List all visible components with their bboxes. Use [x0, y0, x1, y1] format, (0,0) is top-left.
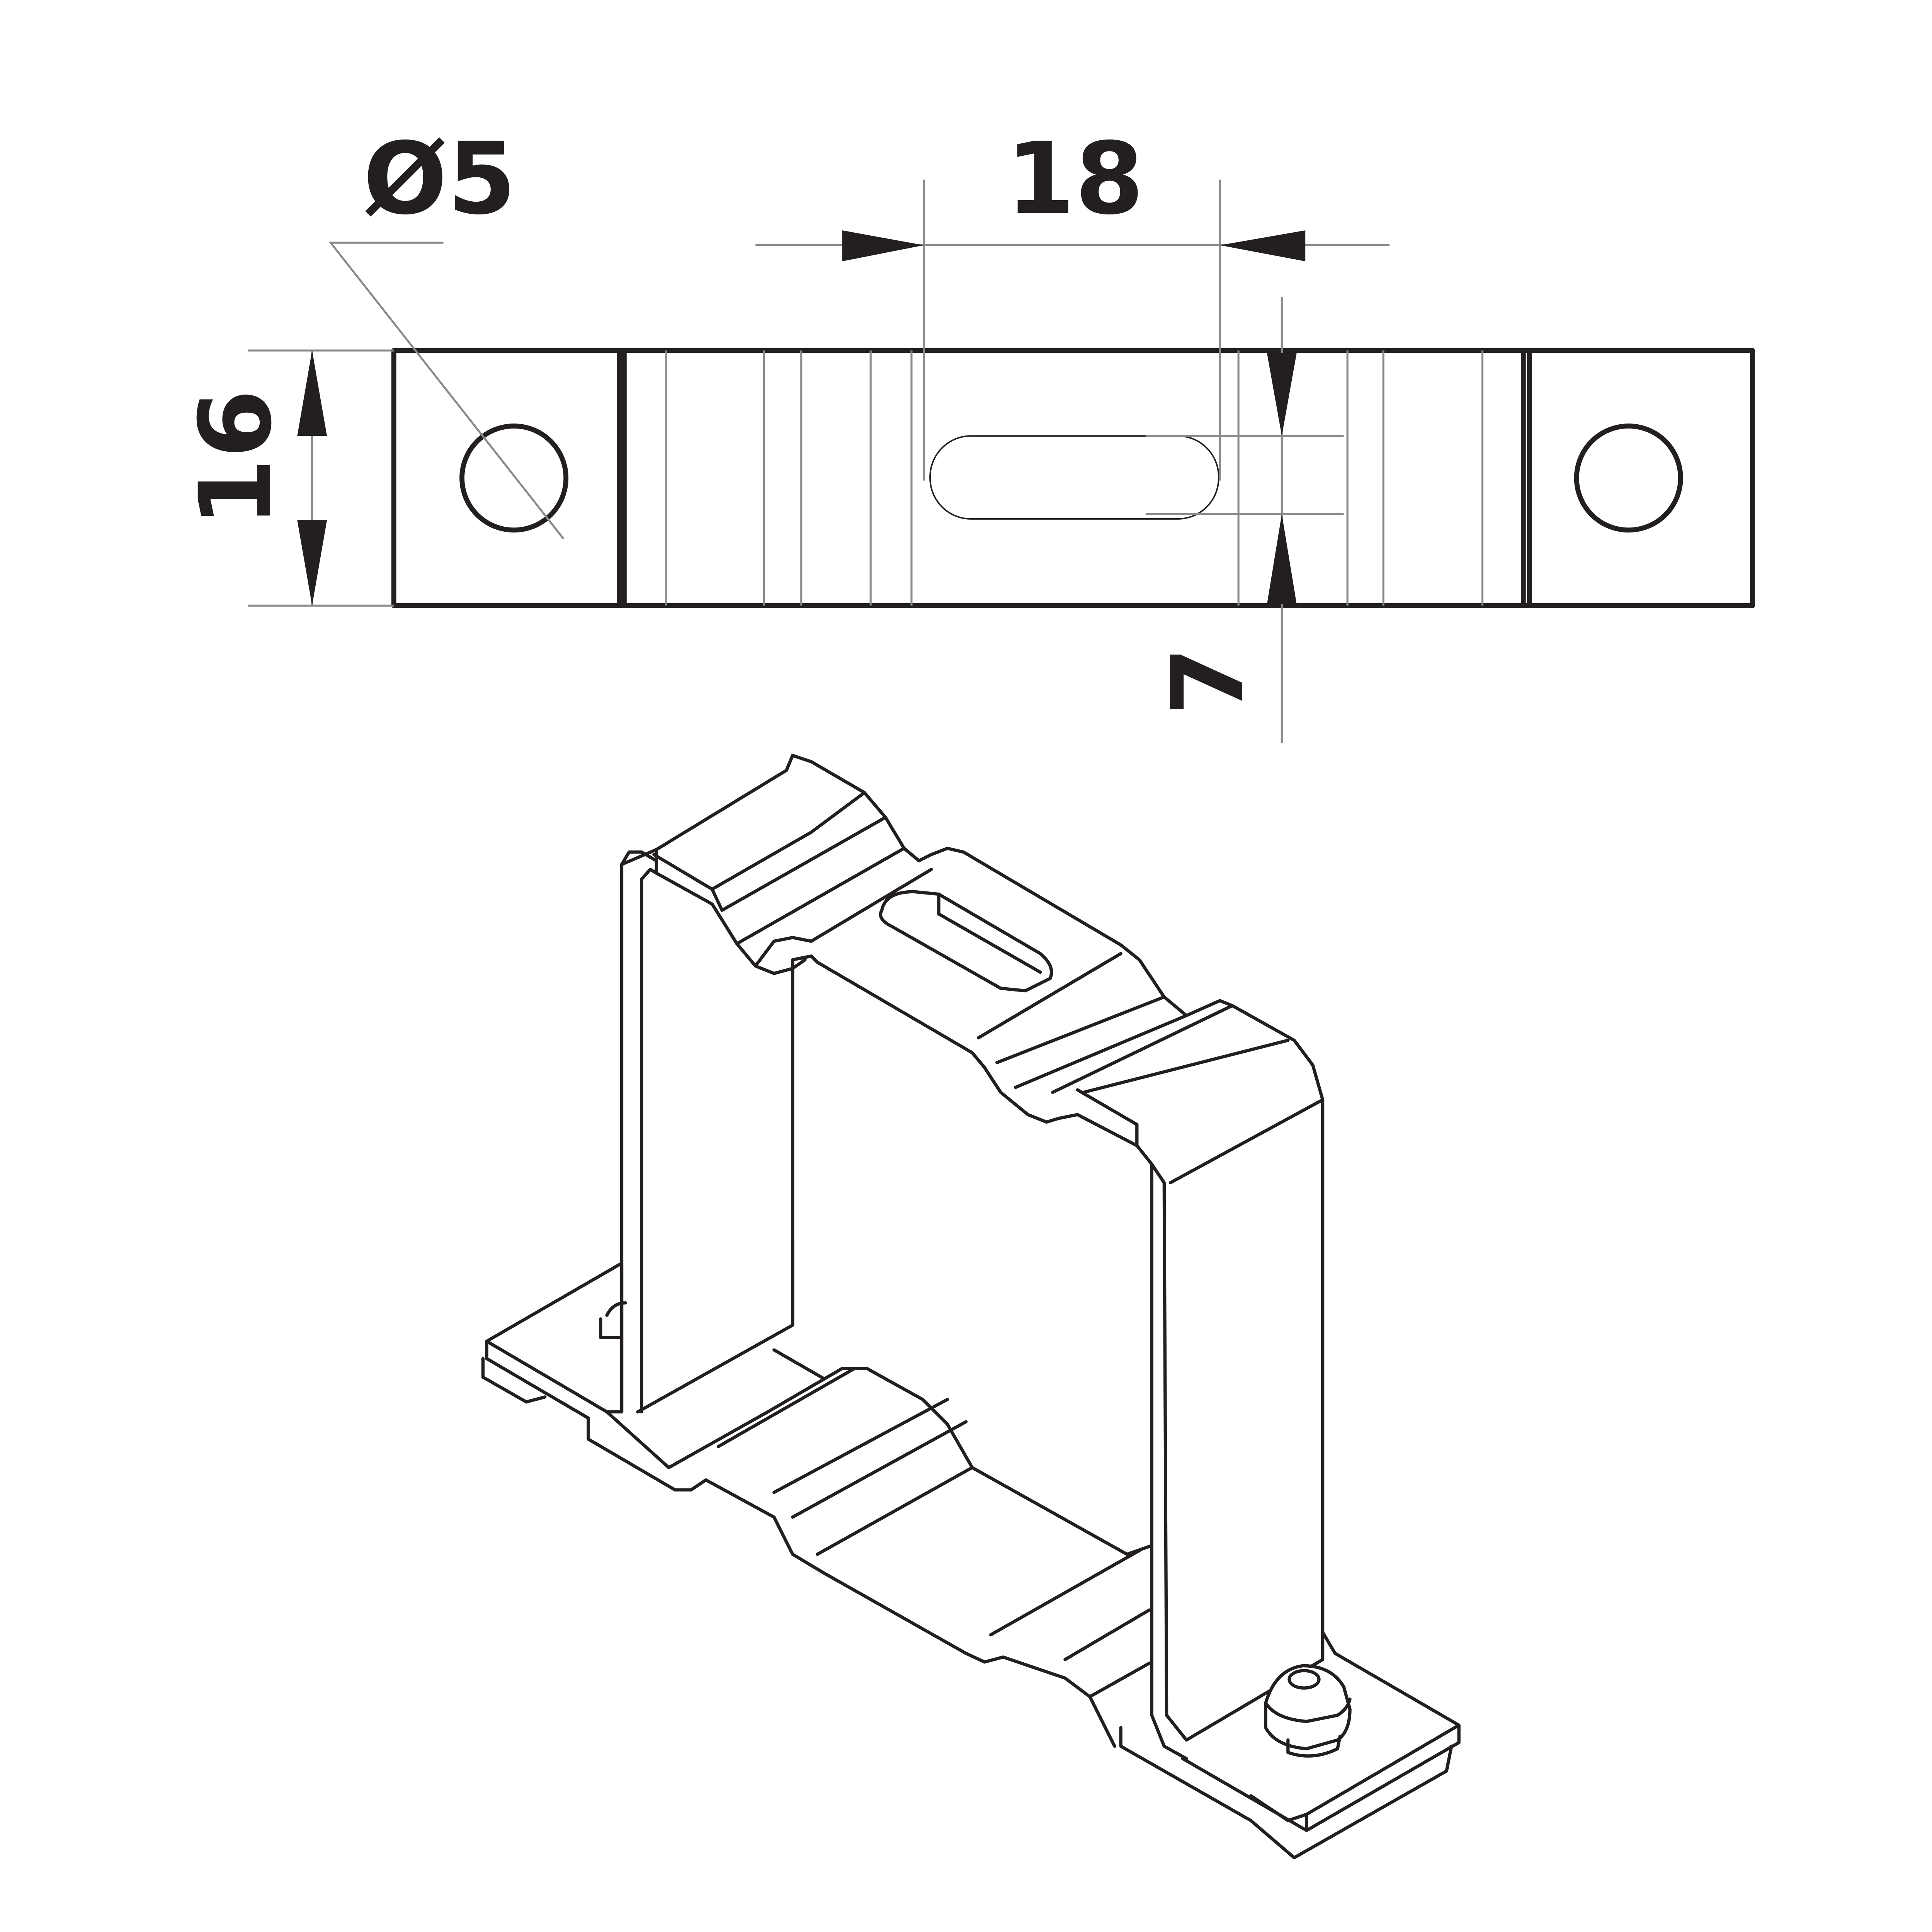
bracket-outline	[391, 348, 1755, 608]
bolt	[1264, 1664, 1352, 1758]
mounting-hole-left	[459, 423, 569, 533]
dimension-slot-spacing: 18	[755, 121, 1390, 481]
dimension-slot-width: 7	[1145, 297, 1344, 743]
slot-width-label: 7	[1151, 647, 1266, 716]
top-view	[391, 348, 1755, 608]
slot-spacing-label: 18	[1006, 121, 1144, 236]
hole-diameter-label: Ø5	[363, 121, 516, 236]
isometric-slot	[879, 890, 1053, 993]
dimension-hole-diameter: Ø5	[328, 121, 565, 539]
mounting-hole-right	[1574, 423, 1683, 533]
isometric-view	[481, 753, 1461, 1859]
bend-lines	[665, 350, 1484, 606]
dimension-height: 16	[179, 349, 394, 607]
slot	[929, 435, 1219, 520]
height-label: 16	[179, 389, 294, 527]
